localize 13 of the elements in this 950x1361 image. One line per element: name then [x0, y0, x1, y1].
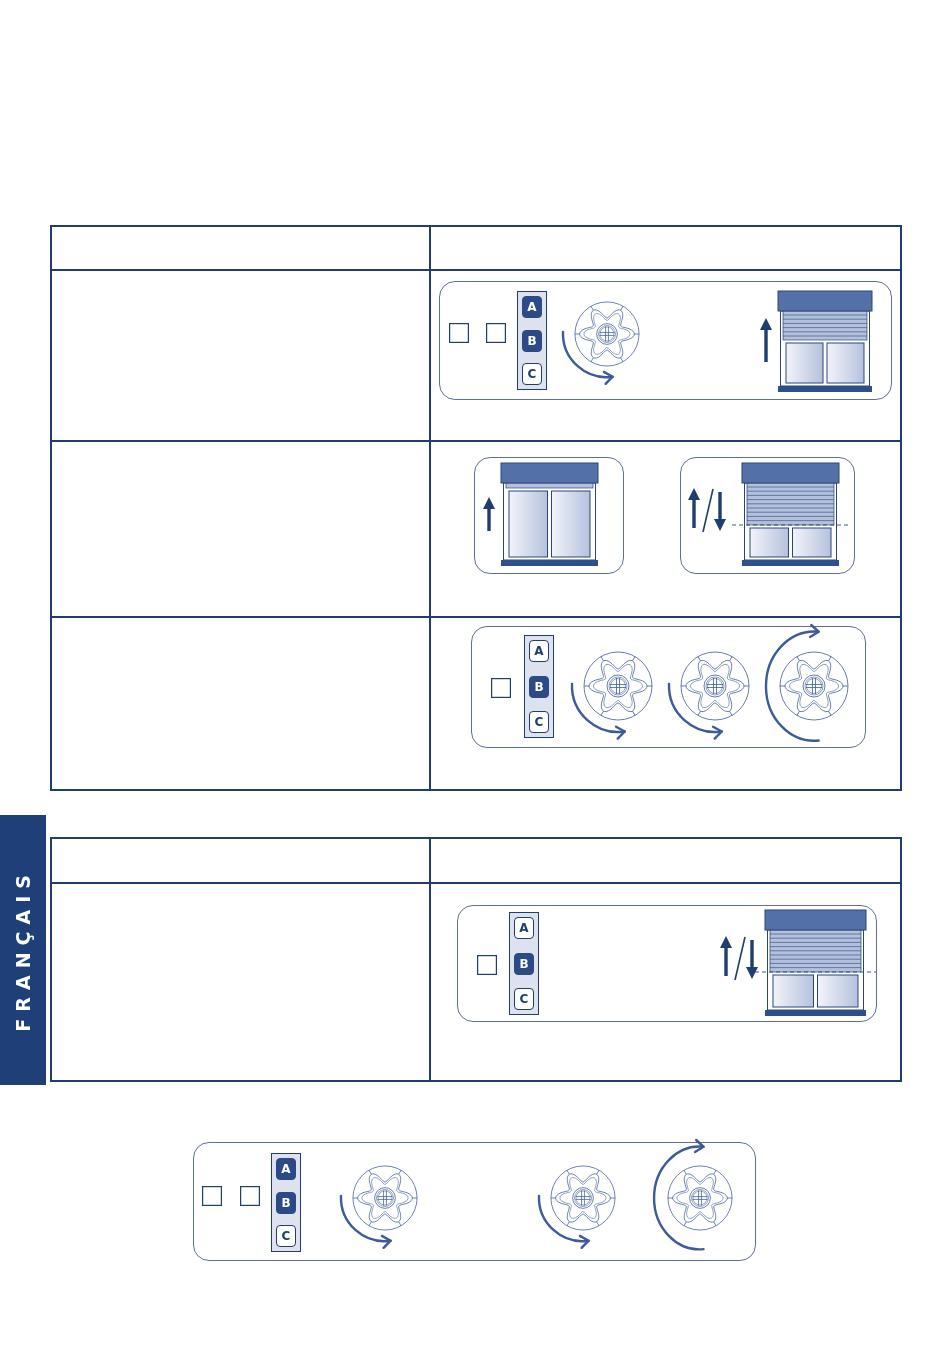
language-label: FRANÇAIS	[13, 868, 33, 1032]
selector-key: A	[514, 917, 534, 939]
selector-key: B	[276, 1191, 296, 1214]
selector-key: A	[529, 640, 549, 662]
selector-key: C	[522, 363, 542, 385]
selector-key: B	[522, 329, 542, 352]
selector-key: C	[529, 711, 549, 733]
selector-key: C	[276, 1225, 296, 1247]
selector-key: A	[276, 1158, 296, 1180]
selector-key: B	[514, 952, 534, 975]
selector-key: C	[514, 988, 534, 1010]
selector-key: A	[522, 296, 542, 318]
selector-key: B	[529, 675, 549, 698]
